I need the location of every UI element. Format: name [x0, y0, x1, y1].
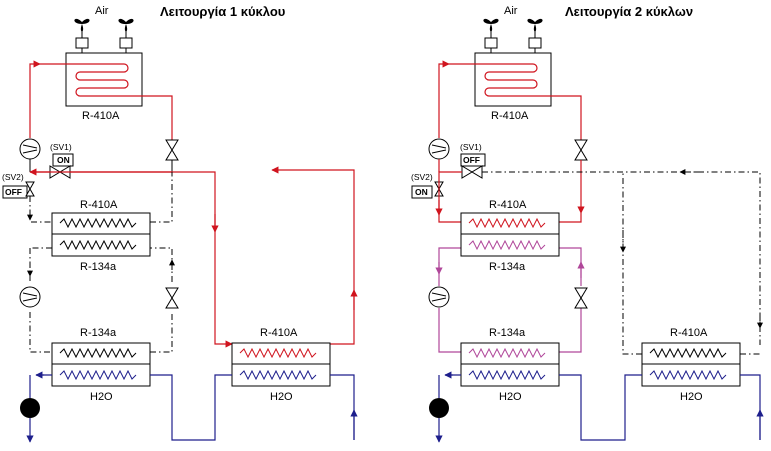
sv1-label: (SV1)	[50, 142, 72, 152]
expansion-valve	[165, 287, 179, 309]
fan-icon	[527, 18, 543, 53]
sv2-label: (SV2)	[411, 172, 433, 182]
water-pump-icon	[20, 398, 40, 418]
sv2-state: ON	[415, 187, 428, 197]
condenser-label: R-410A	[491, 110, 529, 122]
panel-title: Λειτουργία 2 κύκλων	[565, 4, 693, 19]
water-label: H2O	[680, 391, 703, 403]
hx-lower-label: R-134a	[80, 327, 117, 339]
hx-upper-bottom-label: R-134a	[80, 261, 117, 273]
water-label: H2O	[499, 391, 522, 403]
hx-lower-label: R-134a	[489, 327, 526, 339]
expansion-valve	[574, 139, 588, 161]
sv2-state: OFF	[5, 187, 22, 197]
hx-upper-bottom-label: R-134a	[489, 261, 526, 273]
inactive-line	[482, 171, 761, 345]
air-label: Air	[95, 5, 109, 17]
compressor-icon	[19, 286, 41, 308]
sv2-label: (SV2)	[2, 172, 24, 182]
sv1-label: (SV1)	[460, 142, 482, 152]
condenser-label: R-410A	[82, 110, 120, 122]
coil-zigzag	[468, 217, 546, 229]
refrigerant-line-red	[30, 171, 232, 344]
liquid-line	[158, 95, 173, 140]
refrigerant-line-purple	[438, 247, 461, 286]
air-label: Air	[504, 5, 518, 17]
sv2-state-badge	[2, 185, 28, 199]
panel-two-cycles: Λειτουργία 2 κύκλων Air R-410A (SV1) OFF…	[411, 4, 764, 443]
sv2-valve	[25, 181, 35, 197]
water-label: H2O	[90, 391, 113, 403]
fan-icon	[74, 18, 90, 53]
hx-right-label: R-410A	[670, 327, 708, 339]
hx-right-label: R-410A	[260, 327, 298, 339]
return-line-red	[271, 166, 355, 345]
coil-zigzag	[59, 217, 137, 229]
expansion-valve	[165, 139, 179, 161]
inactive-line	[29, 196, 52, 223]
refrigerant-line-red	[438, 171, 462, 223]
compressor-icon	[428, 138, 450, 160]
water-pump-icon	[429, 398, 449, 418]
fan-icon	[483, 18, 499, 53]
fan-icon	[118, 18, 134, 53]
condenser-coil	[40, 63, 158, 97]
condenser-coil	[449, 63, 567, 97]
compressor-icon	[428, 286, 450, 308]
panel-title: Λειτουργία 1 κύκλου	[160, 4, 286, 19]
sv1-state-badge	[460, 153, 486, 167]
sv1-state: OFF	[463, 155, 480, 165]
hx-upper-top-label: R-410A	[489, 199, 527, 211]
sv2-state-badge	[411, 185, 433, 199]
sv1-valve	[461, 165, 483, 179]
sv1-state: ON	[57, 155, 70, 165]
compressor-icon	[19, 138, 41, 160]
hot-gas-line	[29, 60, 41, 138]
sv1-state-badge	[52, 153, 74, 167]
liquid-line	[567, 95, 582, 140]
water-label: H2O	[270, 391, 293, 403]
hot-gas-line	[438, 60, 450, 138]
hx-upper-top-label: R-410A	[80, 199, 118, 211]
expansion-valve	[574, 287, 588, 309]
panel-single-cycle: Λειτουργία 1 κύκλου Air R-410A (SV1)	[2, 4, 358, 443]
